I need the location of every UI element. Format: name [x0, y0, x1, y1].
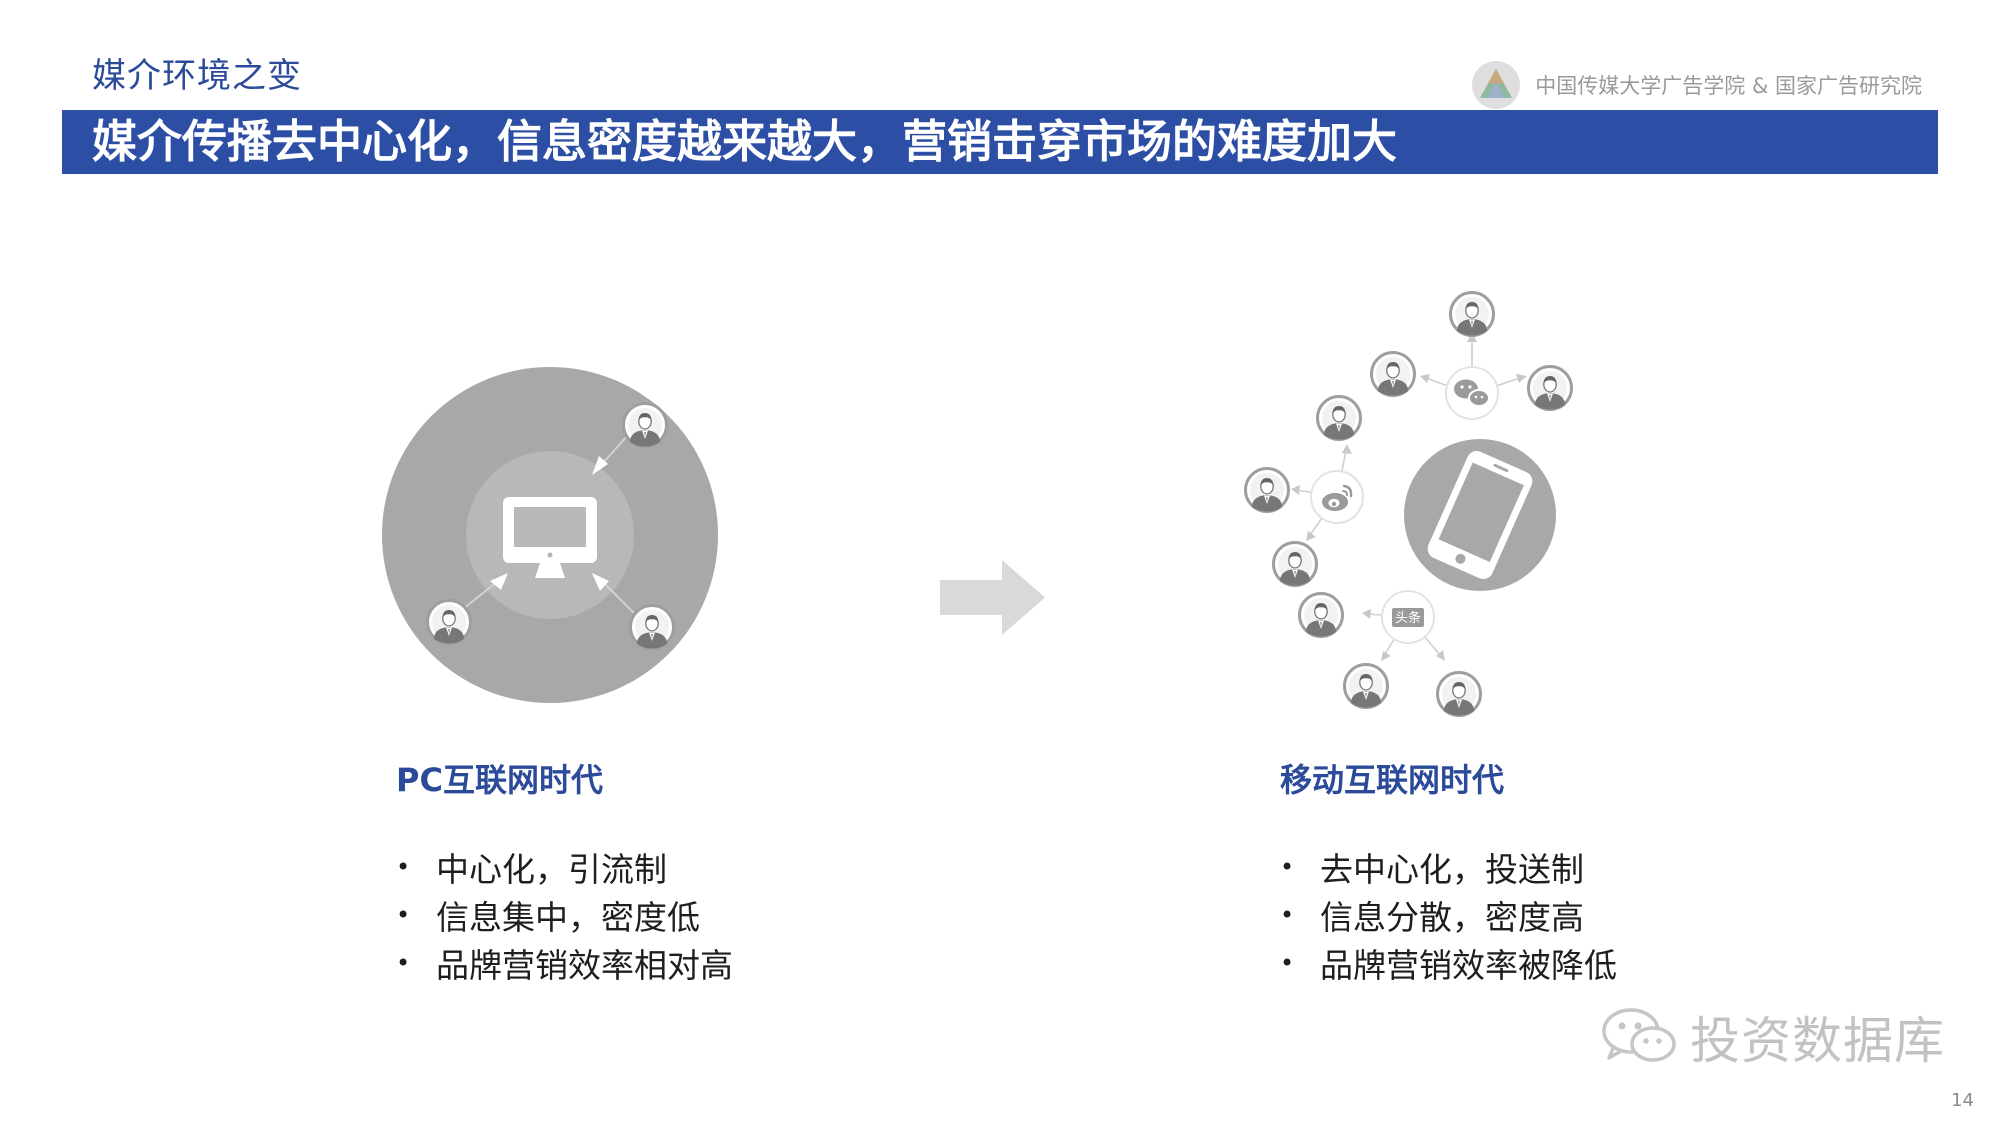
bullet-text: 中心化，引流制 [436, 850, 667, 889]
wechat-watermark-icon [1602, 1008, 1676, 1062]
pc-era-bullets: • 中心化，引流制 • 信息集中，密度低 • 品牌营销效率相对高 [396, 843, 733, 987]
org-name: 中国传媒大学广告学院 & 国家广告研究院 [1535, 74, 1922, 98]
bullet-dot-icon: • [1280, 901, 1295, 929]
bullet-dot-icon: • [1280, 949, 1295, 977]
toutiao-icon: 头条 [1392, 608, 1424, 627]
list-item: • 品牌营销效率相对高 [396, 939, 733, 987]
user-avatar-icon [1449, 291, 1495, 337]
user-avatar-icon [1244, 467, 1290, 513]
mobile-era-column: 移动互联网时代 • 去中心化，投送制 • 信息分散，密度高 • 品牌营销效率被降低 [1280, 755, 1617, 987]
monitor-icon [503, 497, 597, 578]
org-logo-icon [1472, 61, 1521, 109]
user-avatar-icon [1343, 663, 1389, 709]
user-avatar-icon [1527, 365, 1573, 411]
user-avatar-icon [1370, 351, 1416, 397]
mobile-era-diagram: 头条 [1244, 291, 1573, 717]
bullet-dot-icon: • [1280, 853, 1295, 881]
weibo-icon [1322, 484, 1353, 511]
mobile-arrowheads [1291, 332, 1527, 661]
org-branding: 中国传媒大学广告学院 & 国家广告研究院 [1471, 60, 1922, 110]
list-item: • 品牌营销效率被降低 [1280, 939, 1617, 987]
user-avatar-icon [1316, 395, 1362, 441]
bullet-dot-icon: • [396, 901, 411, 929]
section-title: 媒介环境之变 [92, 56, 302, 96]
list-item: • 信息集中，密度低 [396, 891, 733, 939]
bullet-text: 品牌营销效率相对高 [436, 946, 733, 985]
mobile-era-title: 移动互联网时代 [1280, 761, 1505, 799]
watermark: 投资数据库 [1600, 1002, 1945, 1072]
user-avatar-icon [1436, 671, 1482, 717]
bullet-text: 信息分散，密度高 [1320, 898, 1584, 937]
transition-arrow-icon [940, 560, 1045, 635]
user-avatar-icon [1272, 541, 1318, 587]
user-avatar-icon [622, 402, 668, 448]
headline-banner: 媒介传播去中心化，信息密度越来越大，营销击穿市场的难度加大 [62, 110, 1938, 174]
pc-era-title: PC互联网时代 [396, 761, 603, 799]
list-item: • 中心化，引流制 [396, 843, 733, 891]
svg-text:头条: 头条 [1395, 610, 1421, 626]
pc-era-column: PC互联网时代 • 中心化，引流制 • 信息集中，密度低 • 品牌营销效率相对高 [396, 755, 733, 987]
list-item: • 信息分散，密度高 [1280, 891, 1617, 939]
list-item: • 去中心化，投送制 [1280, 843, 1617, 891]
bullet-text: 品牌营销效率被降低 [1320, 946, 1617, 985]
bullet-text: 信息集中，密度低 [436, 898, 700, 937]
bullet-dot-icon: • [396, 949, 411, 977]
user-avatar-icon [629, 604, 675, 650]
mobile-era-bullets: • 去中心化，投送制 • 信息分散，密度高 • 品牌营销效率被降低 [1280, 843, 1617, 987]
wechat-icon [1454, 379, 1490, 407]
user-avatar-icon [426, 599, 472, 645]
pc-era-diagram [382, 367, 718, 703]
bullet-dot-icon: • [396, 853, 411, 881]
smartphone-icon [1427, 450, 1533, 580]
watermark-text: 投资数据库 [1690, 1012, 1945, 1070]
page-number: 14 [1951, 1090, 1974, 1111]
bullet-text: 去中心化，投送制 [1320, 850, 1584, 889]
user-avatar-icon [1298, 592, 1344, 638]
headline: 媒介传播去中心化，信息密度越来越大，营销击穿市场的难度加大 [92, 115, 1398, 168]
